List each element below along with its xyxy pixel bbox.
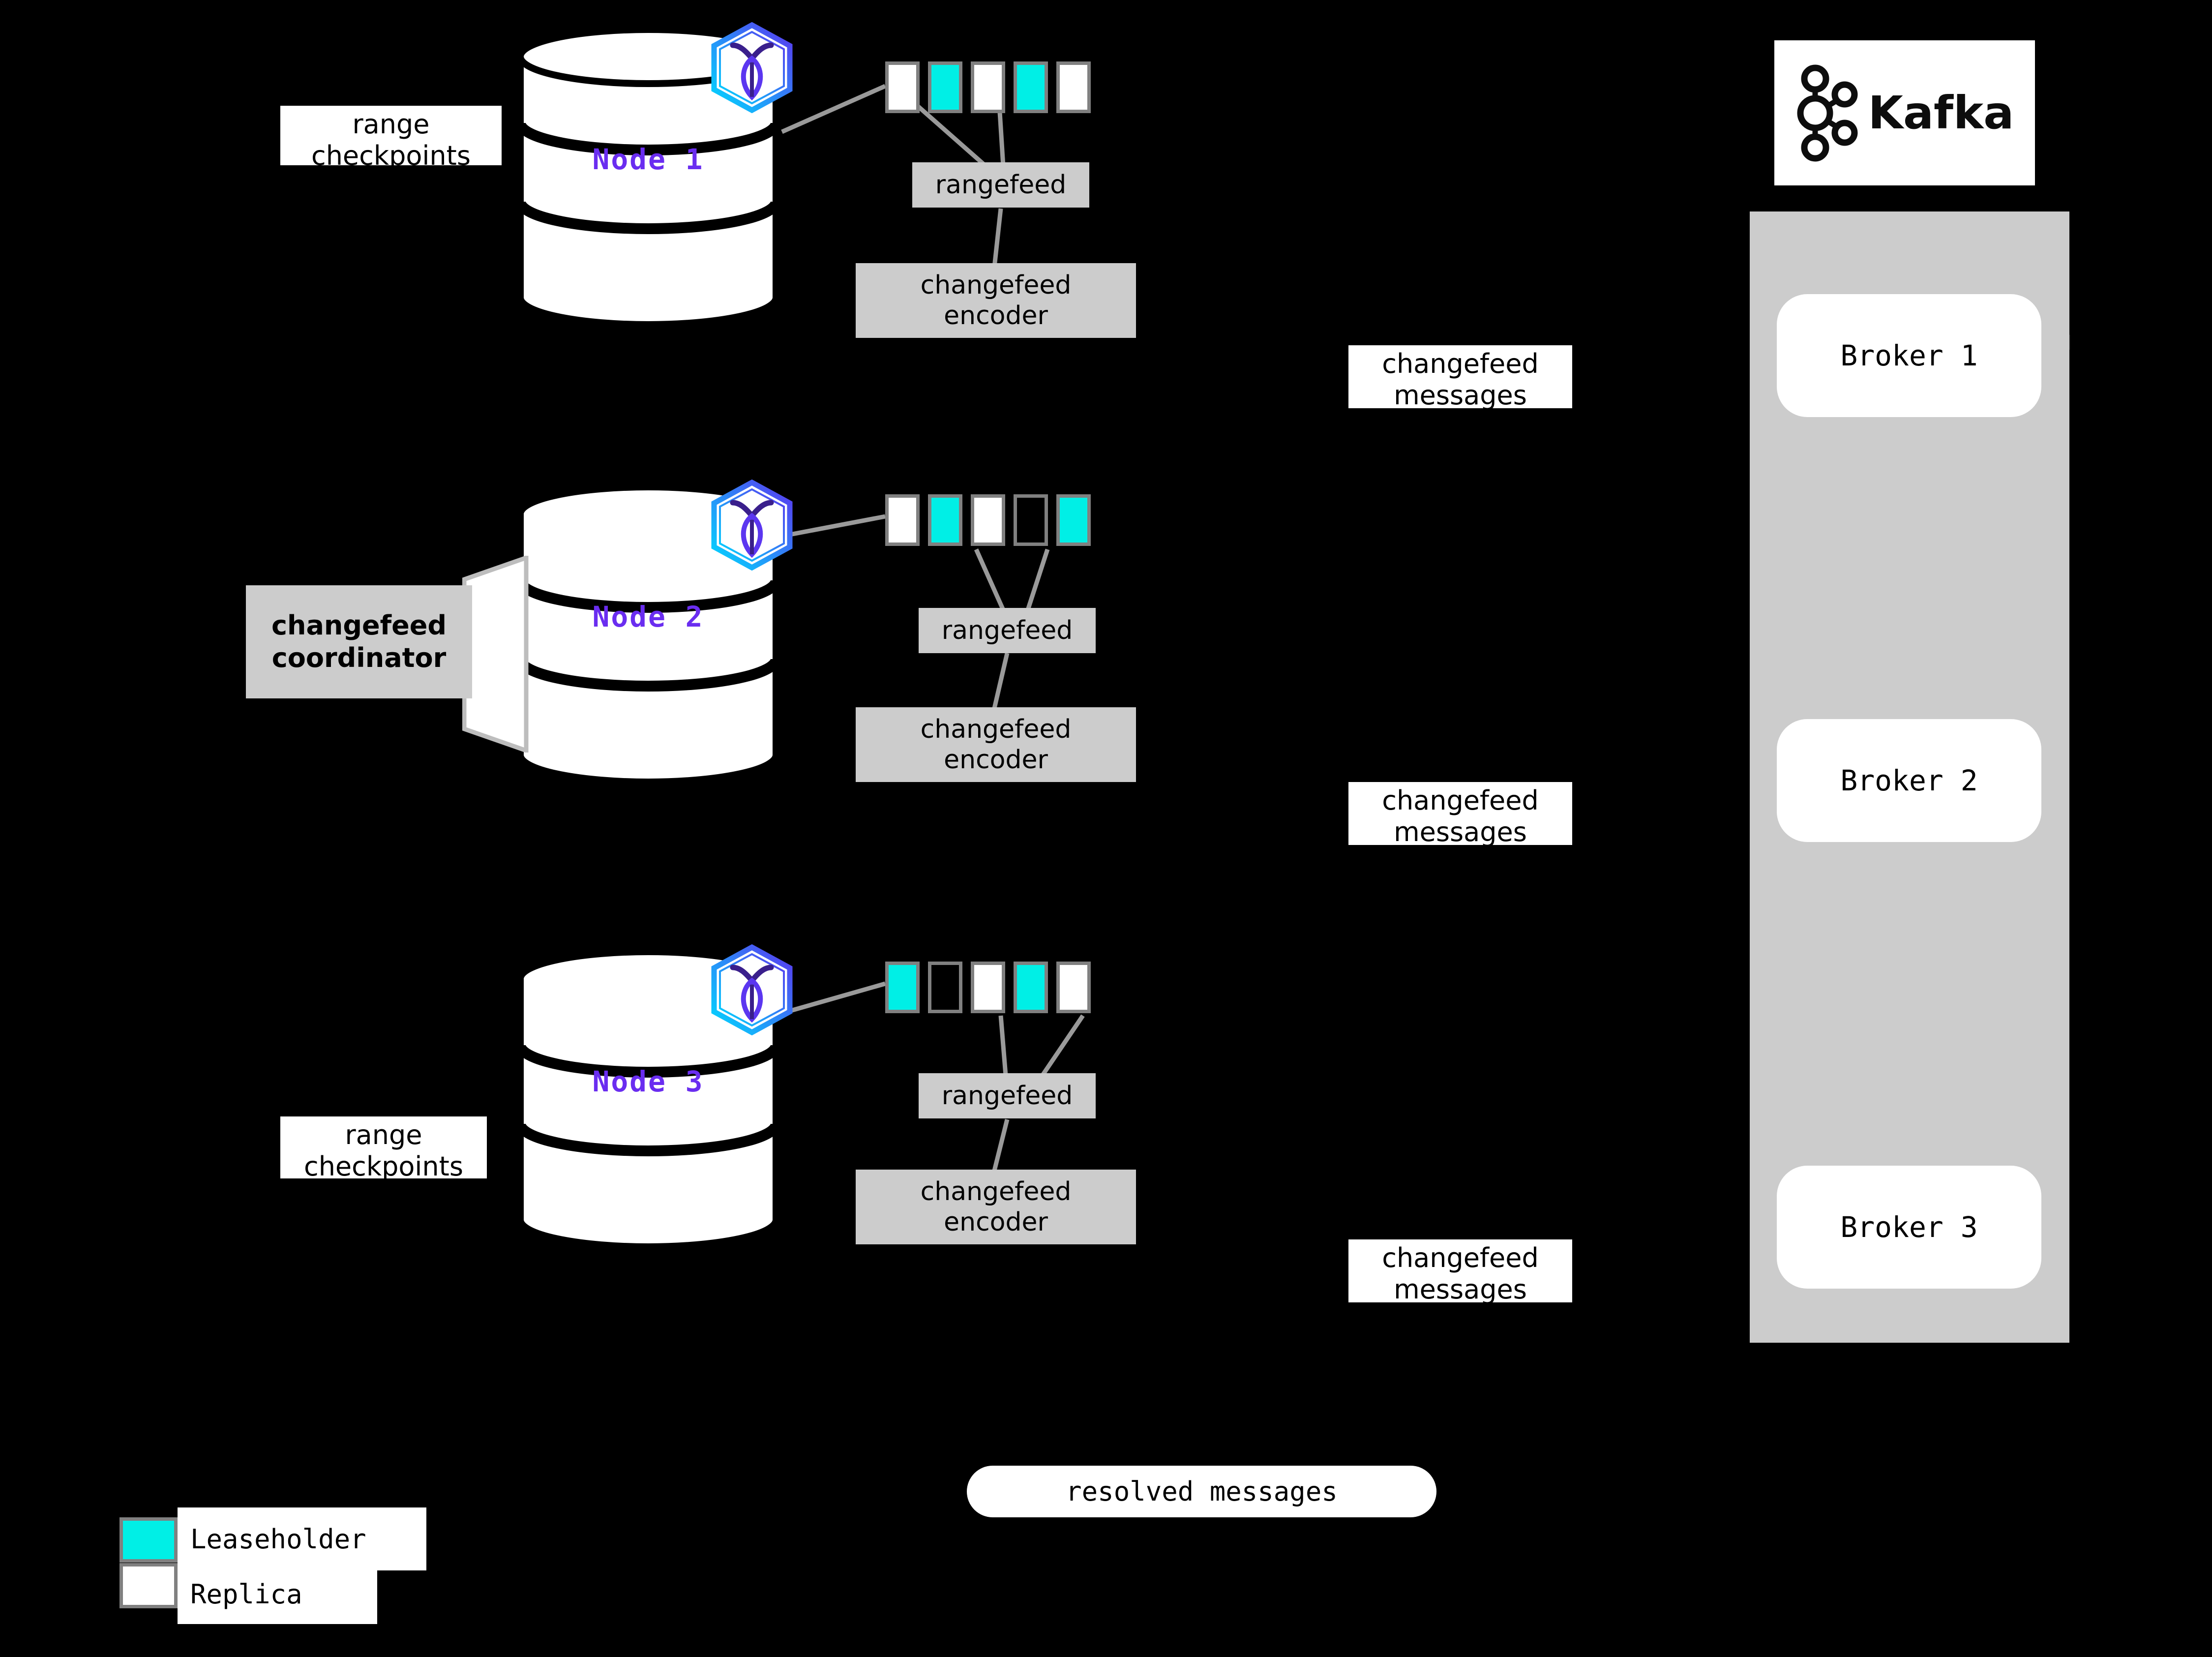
node-3-checkpoint-line2: checkpoints — [304, 1150, 463, 1178]
kafka-broker-3-label: Broker 3 — [1840, 1210, 1978, 1244]
node-1-database-cylinder: Node 1 — [515, 27, 781, 327]
node-3-rangefeed-box[interactable]: rangefeed — [919, 1073, 1096, 1118]
node-3-range-row — [885, 962, 1099, 1013]
range-box-replica[interactable] — [885, 494, 920, 546]
cockroachdb-hexagon-icon — [710, 22, 794, 113]
kafka-broker-2-label: Broker 2 — [1840, 764, 1978, 797]
range-box-empty[interactable] — [928, 962, 962, 1013]
legend-replica-text: Replica — [190, 1578, 302, 1610]
range-box-replica[interactable] — [1056, 962, 1091, 1013]
changefeed-messages-2-line2: messages — [1394, 816, 1527, 845]
kafka-broker-2[interactable]: Broker 2 — [1777, 719, 2041, 842]
changefeed-messages-3-line2: messages — [1394, 1273, 1527, 1302]
range-box-replica[interactable] — [1056, 61, 1091, 113]
resolved-messages-label: resolved messages — [1066, 1476, 1338, 1507]
range-box-leaseholder[interactable] — [928, 494, 962, 546]
kafka-node-graph-icon — [1797, 64, 1858, 161]
node-2-range-row — [885, 494, 1099, 546]
node-1-changefeed-encoder-box[interactable]: changefeed encoder — [856, 263, 1136, 338]
legend-swatch-leaseholder — [120, 1517, 178, 1563]
range-box-replica[interactable] — [971, 61, 1005, 113]
legend-label-leaseholder: Leaseholder — [178, 1507, 426, 1570]
node-3-range-checkpoints-label: range checkpoints — [280, 1116, 487, 1178]
resolved-messages-pill: resolved messages — [967, 1466, 1436, 1517]
node-1-encoder-line1: changefeed — [920, 270, 1072, 300]
node-3-rangefeed-label: rangefeed — [941, 1081, 1073, 1111]
coordinator-line2: coordinator — [271, 642, 447, 673]
range-box-replica[interactable] — [885, 61, 920, 113]
node-3-encoder-line2: encoder — [944, 1207, 1048, 1237]
range-box-leaseholder[interactable] — [928, 61, 962, 113]
range-box-empty[interactable] — [1014, 494, 1048, 546]
range-box-replica[interactable] — [971, 962, 1005, 1013]
range-box-leaseholder[interactable] — [1056, 494, 1091, 546]
node-1-label: Node 1 — [592, 143, 704, 176]
node-1-encoder-line2: encoder — [944, 301, 1048, 331]
node-3-label: Node 3 — [592, 1065, 704, 1098]
node-1-range-row — [885, 61, 1099, 113]
node-2-rangefeed-label: rangefeed — [941, 615, 1073, 645]
legend-swatch-replica — [120, 1563, 178, 1608]
legend-leaseholder-text: Leaseholder — [190, 1523, 366, 1555]
node-2-rangefeed-box[interactable]: rangefeed — [919, 608, 1096, 653]
node-3-encoder-line1: changefeed — [920, 1176, 1072, 1206]
node-1-range-checkpoints-label: range checkpoints — [280, 106, 502, 165]
kafka-broker-1[interactable]: Broker 1 — [1777, 294, 2041, 417]
changefeed-messages-label-1: changefeed messages — [1348, 345, 1572, 408]
node-1-rangefeed-label: rangefeed — [935, 170, 1067, 200]
changefeed-coordinator-box[interactable]: changefeed coordinator — [246, 585, 472, 698]
node-3-database-cylinder: Node 3 — [515, 949, 781, 1249]
node-3-checkpoint-line1: range — [345, 1119, 422, 1150]
node-2-label: Node 2 — [592, 600, 704, 633]
node-2-encoder-line1: changefeed — [920, 714, 1072, 744]
changefeed-messages-label-3: changefeed messages — [1348, 1239, 1572, 1302]
node-2-changefeed-encoder-box[interactable]: changefeed encoder — [856, 707, 1136, 782]
node-1-rangefeed-box[interactable]: rangefeed — [912, 162, 1089, 208]
changefeed-messages-1-line2: messages — [1394, 379, 1527, 408]
cockroachdb-hexagon-icon — [710, 944, 794, 1035]
node-1-checkpoint-line1: range — [352, 109, 430, 140]
changefeed-messages-1-line1: changefeed — [1382, 348, 1539, 379]
range-box-leaseholder[interactable] — [1014, 962, 1048, 1013]
kafka-logo-box: Kafka — [1774, 40, 2035, 185]
changefeed-messages-2-line1: changefeed — [1382, 785, 1539, 816]
coordinator-line1: changefeed — [271, 610, 447, 641]
kafka-broker-1-label: Broker 1 — [1840, 339, 1978, 372]
cockroachdb-hexagon-icon — [710, 480, 794, 571]
coordinator-callout-flap — [462, 554, 551, 754]
changefeed-messages-3-line1: changefeed — [1382, 1242, 1539, 1273]
range-box-replica[interactable] — [971, 494, 1005, 546]
range-box-leaseholder[interactable] — [1014, 61, 1048, 113]
legend-label-replica: Replica — [178, 1564, 377, 1624]
range-box-leaseholder[interactable] — [885, 962, 920, 1013]
kafka-logo-text: Kafka — [1868, 87, 2014, 139]
node-3-changefeed-encoder-box[interactable]: changefeed encoder — [856, 1170, 1136, 1244]
changefeed-messages-label-2: changefeed messages — [1348, 782, 1572, 845]
node-1-checkpoint-line2: checkpoints — [311, 140, 471, 165]
node-2-encoder-line2: encoder — [944, 745, 1048, 775]
kafka-broker-3[interactable]: Broker 3 — [1777, 1166, 2041, 1289]
